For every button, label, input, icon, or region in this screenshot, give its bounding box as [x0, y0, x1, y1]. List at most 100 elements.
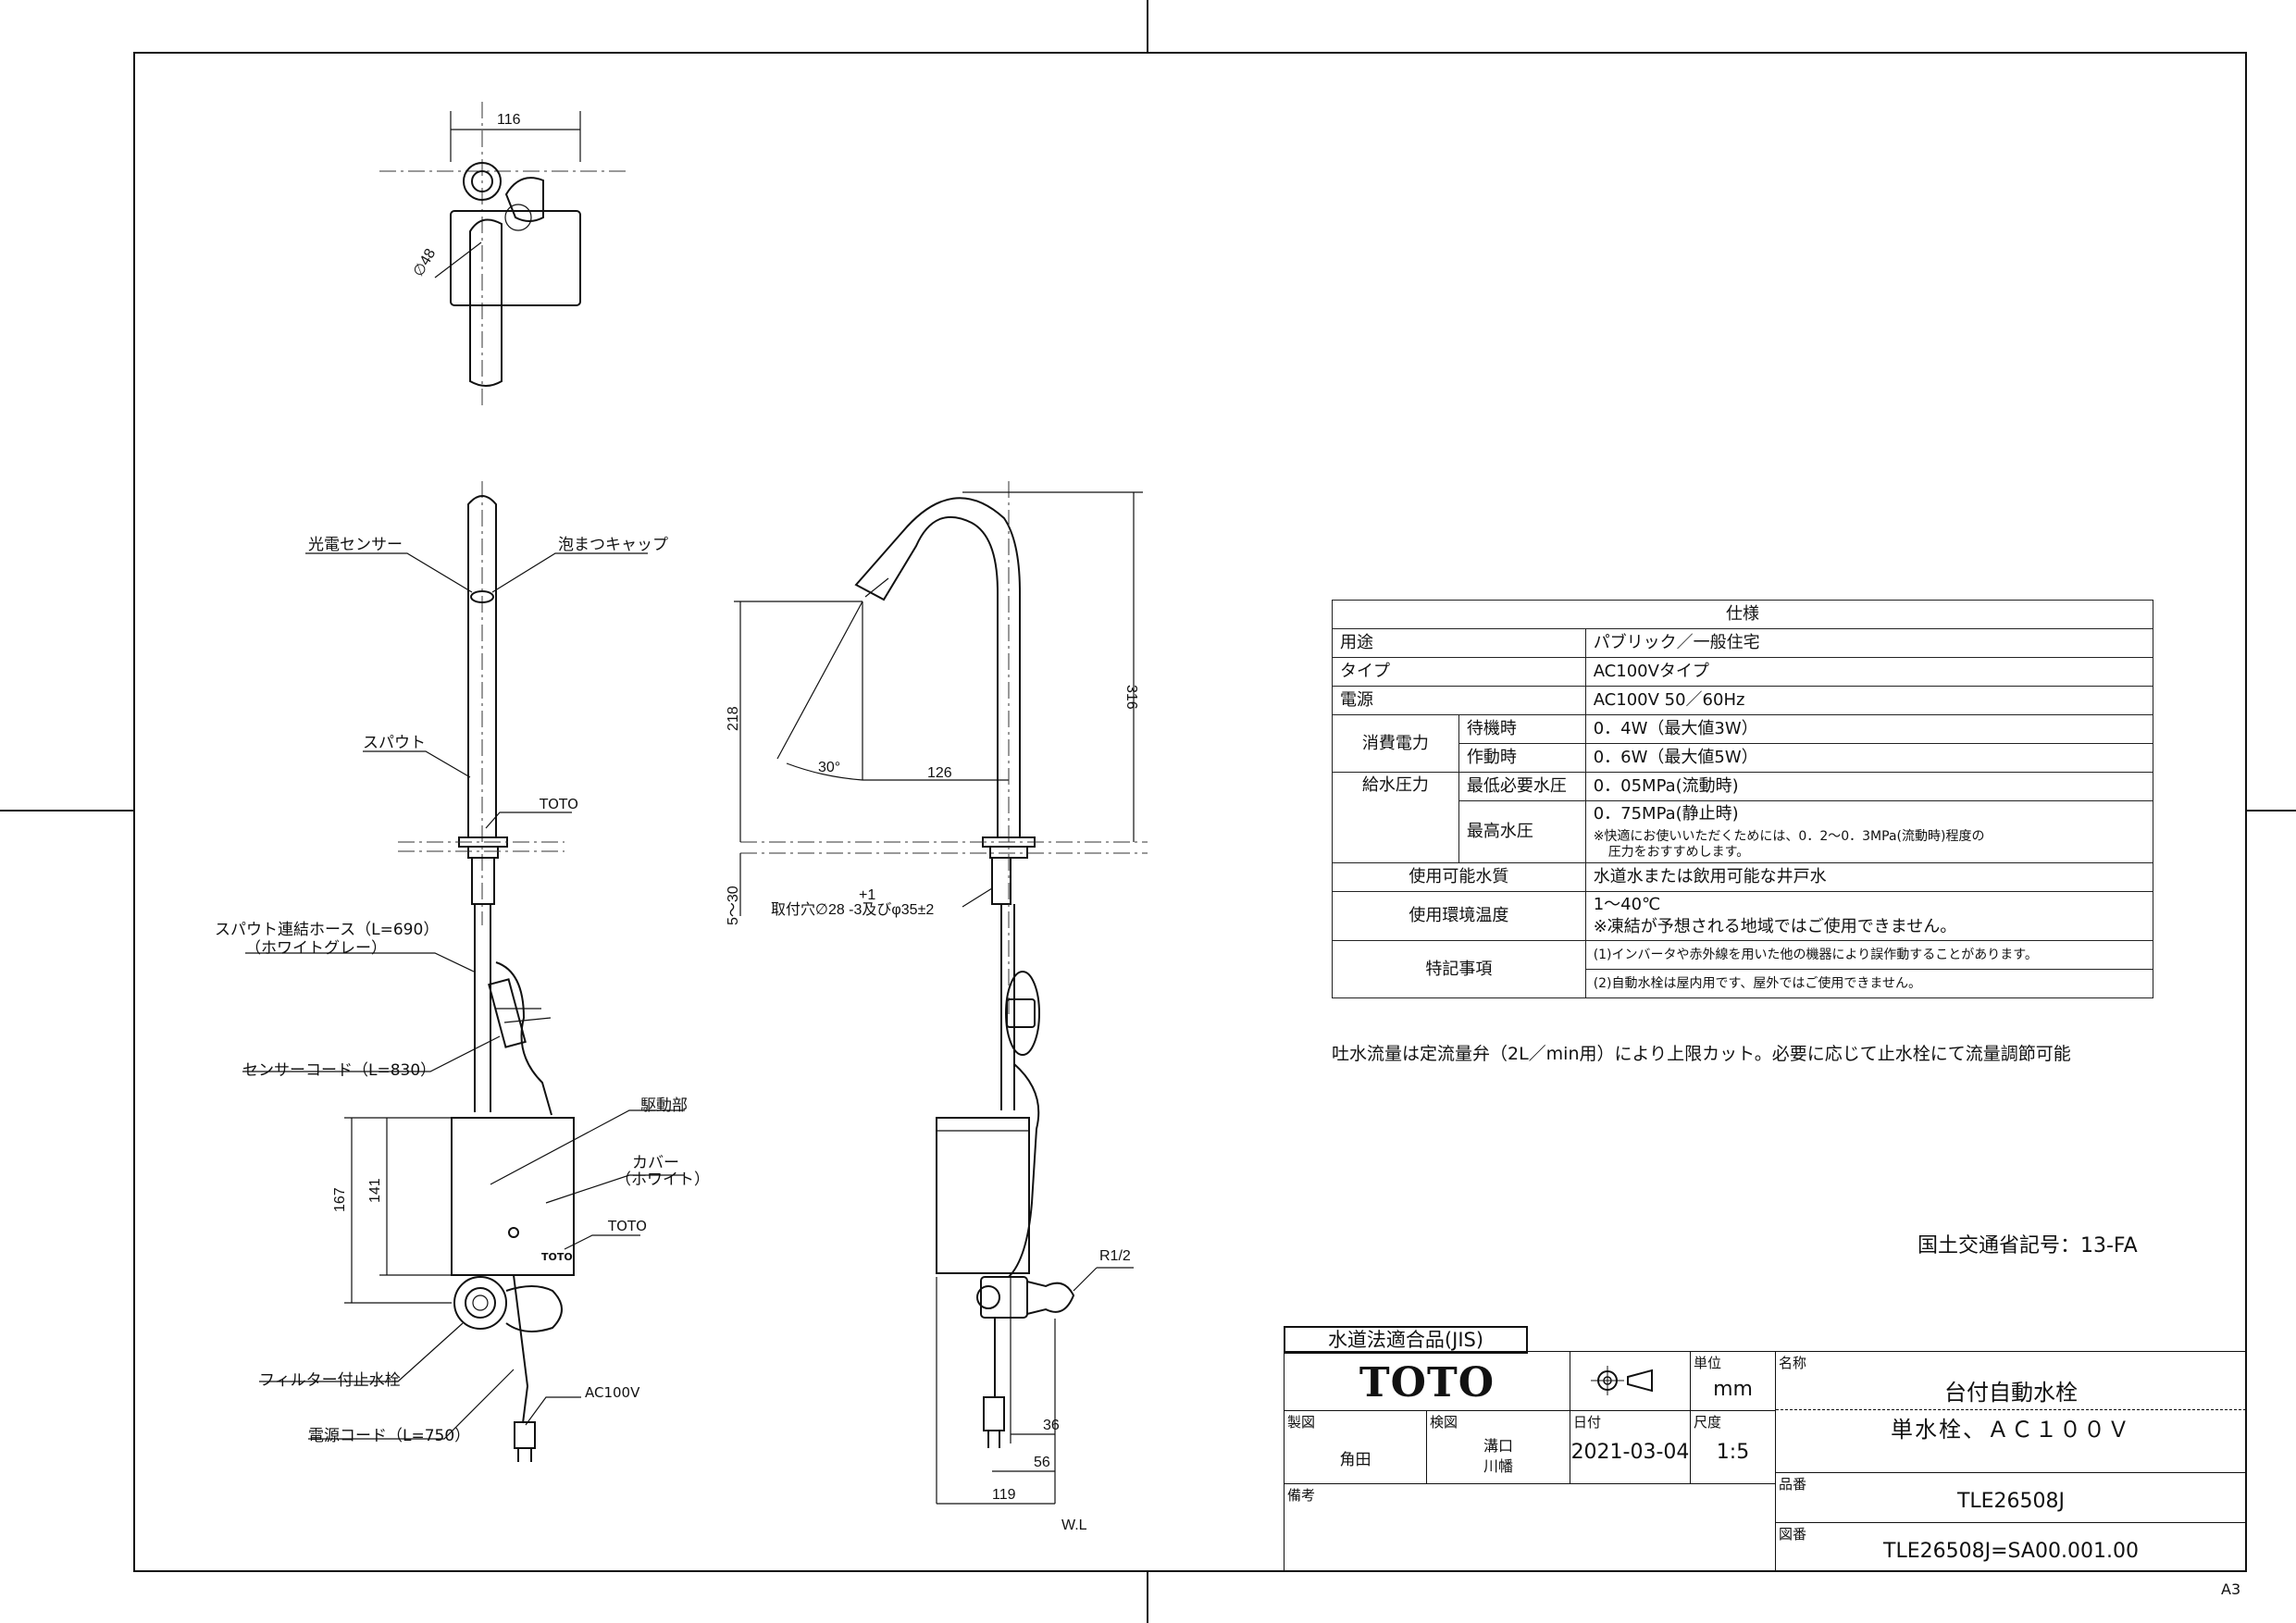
mlit-code: 国土交通省記号：13-FA: [1917, 1234, 2138, 1258]
third-angle-projection-icon: [1591, 1366, 1653, 1395]
remarks-cell: 備考: [1284, 1483, 1776, 1571]
product-name-1: 台付自動水栓: [1944, 1380, 2078, 1406]
total-height-dim: 316: [1123, 685, 1139, 710]
spec-min-pressure-label: 最低必要水圧: [1458, 772, 1586, 801]
spec-operating-label: 作動時: [1458, 743, 1586, 773]
date-value: 2021-03-04: [1570, 1441, 1690, 1464]
box-outer-dim: 167: [332, 1187, 348, 1212]
scale-cell: 尺度 1:5: [1690, 1410, 1776, 1484]
date-cell: 日付 2021-03-04: [1570, 1410, 1691, 1484]
drawing-caption: 図番: [1779, 1526, 1807, 1542]
spec-standby-label: 待機時: [1458, 714, 1586, 744]
label-spout: スパウト: [363, 734, 426, 752]
spec-type: AC100Vタイプ: [1584, 657, 2154, 687]
checked-value-2: 川幡: [1483, 1457, 1513, 1475]
drawn-cell: 製図 角田: [1284, 1410, 1427, 1484]
spec-title: 仕様: [1332, 600, 2153, 629]
spray-angle-dim: 30°: [818, 760, 840, 775]
spec-temp-cell: 1～40℃ ※凍結が予想される地域ではご使用できません。: [1584, 891, 2154, 941]
toto-logo: TOTO: [1359, 1359, 1496, 1406]
part-value: TLE26508J: [1956, 1490, 2066, 1513]
spec-temp-label: 使用環境温度: [1332, 891, 1586, 941]
flow-note: 吐水流量は定流量弁（2L／min用）により上限カット。必要に応じて止水栓にて流量…: [1332, 1044, 2071, 1064]
checked-value-1: 溝口: [1483, 1437, 1513, 1455]
spec-consumption-label: 消費電力: [1332, 714, 1459, 773]
projection-symbol-cell: [1570, 1351, 1691, 1411]
box-inner-dim: 141: [367, 1178, 383, 1203]
unit-caption: 単位: [1694, 1355, 1722, 1371]
label-filter-valve: フィルター付止水栓: [259, 1371, 401, 1390]
label-sensor-cord: センサーコード（L=830）: [242, 1061, 436, 1080]
date-caption: 日付: [1573, 1414, 1602, 1431]
drawing-number-cell: 図番 TLE26508J=SA00.001.00: [1775, 1522, 2247, 1571]
spec-pressure-note-1: ※快適にお使いいただくためには、0．2～0．3MPa(流動時)程度の: [1593, 829, 1985, 844]
name-cell: 名称 台付自動水栓 単水栓、ＡＣ１００Ｖ: [1775, 1351, 2247, 1473]
drawing-number: TLE26508J=SA00.001.00: [1883, 1540, 2139, 1563]
spec-pressure-label: 給水圧力: [1332, 772, 1459, 863]
spec-operating: 0．6W（最大値5W）: [1584, 743, 2154, 773]
dim-56: 56: [1034, 1455, 1050, 1470]
spec-pressure-note-2: 圧力をおすすめします。: [1607, 845, 1750, 860]
spout-height-dim: 218: [726, 706, 741, 731]
wall-line: W.L: [1061, 1518, 1087, 1533]
spec-min-pressure: 0．05MPa(流動時): [1584, 772, 2154, 801]
checked-cell: 検図 溝口 川幡: [1426, 1410, 1570, 1484]
label-power-voltage: AC100V: [585, 1384, 640, 1401]
spec-temp: 1～40℃: [1593, 895, 1661, 914]
spec-water-label: 使用可能水質: [1332, 862, 1586, 892]
top-diameter-dim: ∅48: [411, 246, 440, 279]
front-view: TOTO 167 141: [215, 481, 710, 1462]
logo-cell: TOTO: [1284, 1351, 1570, 1411]
spec-use: パブリック／一般住宅: [1584, 628, 2154, 658]
label-drive-unit: 駆動部: [640, 1096, 688, 1115]
side-view: 30° 126 R1/2 218 5～30: [726, 481, 1148, 1533]
title-block: TOTO 単位 mm 名称 台付自動水栓 単水栓、ＡＣ１００Ｖ 製図 角田 検図…: [1284, 1351, 2247, 1571]
spec-max-pressure: 0．75MPa(静止時): [1593, 804, 1739, 824]
spec-power-label: 電源: [1332, 686, 1586, 715]
scale-caption: 尺度: [1694, 1414, 1722, 1431]
label-spout-hose: スパウト連結ホース（L=690）: [215, 921, 439, 939]
spec-note-1: (1)インバータや赤外線を用いた他の機器により誤作動することがあります。: [1584, 940, 2154, 970]
top-width-dim: 116: [497, 112, 521, 128]
spec-standby: 0．4W（最大値3W）: [1584, 714, 2154, 744]
spec-use-label: 用途: [1332, 628, 1586, 658]
scale-value: 1:5: [1716, 1441, 1750, 1464]
part-cell: 品番 TLE26508J: [1775, 1472, 2247, 1523]
counter-thickness-dim: 5～30: [726, 886, 741, 925]
mount-hole-dim: 取付穴∅28 -3及びφ35±2: [771, 901, 934, 918]
label-spout-hose-color: （ホワイトグレー）: [245, 939, 387, 958]
dim-36: 36: [1043, 1418, 1060, 1433]
part-caption: 品番: [1779, 1476, 1807, 1493]
checked-caption: 検図: [1430, 1414, 1458, 1431]
label-aerator-cap: 泡まつキャップ: [558, 536, 668, 554]
spec-notes-label: 特記事項: [1332, 940, 1586, 998]
top-view: 116 ∅48: [379, 102, 629, 407]
spec-max-pressure-label: 最高水圧: [1458, 800, 1586, 863]
mount-hole-sup: +1: [859, 887, 875, 903]
remarks-caption: 備考: [1287, 1487, 1316, 1504]
label-toto-spout: TOTO: [539, 796, 578, 812]
svg-text:TOTO: TOTO: [541, 1251, 573, 1263]
sheet-size-mark: A3: [2221, 1580, 2241, 1598]
product-name-2: 単水栓、ＡＣ１００Ｖ: [1891, 1417, 2131, 1443]
drawn-caption: 製図: [1287, 1414, 1316, 1431]
label-cover: カバー: [632, 1154, 679, 1172]
drawn-value: 角田: [1339, 1451, 1371, 1469]
spec-power: AC100V 50／60Hz: [1584, 686, 2154, 715]
spec-max-pressure-cell: 0．75MPa(静止時) ※快適にお使いいただくためには、0．2～0．3MPa(…: [1584, 800, 2154, 863]
name-caption: 名称: [1779, 1355, 1807, 1371]
spec-temp-note: ※凍結が予想される地域ではご使用できません。: [1593, 917, 1957, 936]
unit-cell: 単位 mm: [1690, 1351, 1776, 1411]
spec-note-2: (2)自動水栓は屋内用です、屋外ではご使用できません。: [1584, 969, 2154, 998]
pipe-thread-dim: R1/2: [1099, 1248, 1131, 1264]
drawing-border: [133, 52, 2247, 1572]
label-photo-sensor: 光電センサー: [308, 536, 403, 554]
spec-type-label: タイプ: [1332, 657, 1586, 687]
reach-dim: 126: [927, 765, 952, 781]
label-cover-color: （ホワイト）: [615, 1171, 710, 1189]
jis-label: 水道法適合品(JIS): [1284, 1326, 1528, 1354]
dim-119: 119: [992, 1487, 1016, 1503]
